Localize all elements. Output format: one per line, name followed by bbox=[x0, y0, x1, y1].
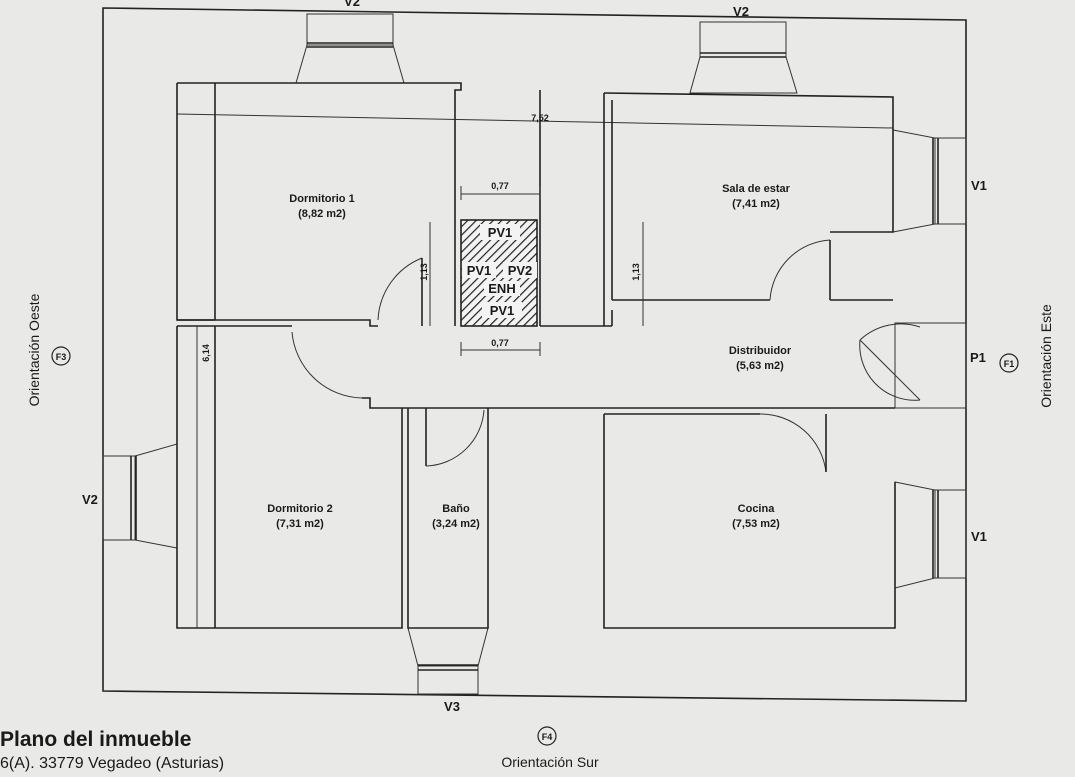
plan-title: Plano del inmueble bbox=[0, 728, 191, 751]
window-v1-lower bbox=[894, 481, 967, 589]
window-v2-top-right bbox=[689, 21, 798, 94]
door-p1 bbox=[859, 322, 967, 409]
plan-address: 6(A). 33779 Vegadeo (Asturias) bbox=[0, 755, 224, 772]
room-label-cocina: Cocina bbox=[738, 503, 776, 515]
room-label-bano: Baño bbox=[442, 503, 470, 515]
facade-marker-f1: F1 bbox=[999, 353, 1019, 373]
dim-upper-077: 0,77 bbox=[491, 181, 509, 191]
svg-text:PV1: PV1 bbox=[467, 263, 492, 278]
room-sala-de-estar bbox=[603, 92, 894, 326]
svg-text:F4: F4 bbox=[542, 732, 553, 742]
room-area-cocina: (7,53 m2) bbox=[732, 518, 780, 530]
dimension-line-top bbox=[176, 113, 894, 129]
orientation-east: Orientación Este bbox=[1038, 304, 1054, 408]
dim-left-113: 1,13 bbox=[419, 263, 429, 281]
room-cocina bbox=[603, 413, 896, 629]
label-v2-top-left: V2 bbox=[344, 0, 360, 9]
label-v1-upper: V1 bbox=[971, 178, 987, 193]
room-distribuidor bbox=[177, 310, 895, 409]
window-v3 bbox=[407, 627, 489, 695]
label-v1-lower: V1 bbox=[971, 529, 987, 544]
room-area-bano: (3,24 m2) bbox=[432, 518, 480, 530]
label-v2-top-right: V2 bbox=[733, 4, 749, 19]
svg-text:PV2: PV2 bbox=[508, 263, 533, 278]
window-v1-upper bbox=[892, 129, 967, 233]
orientation-south: Orientación Sur bbox=[501, 754, 599, 770]
window-v2-top-left bbox=[295, 13, 405, 84]
dimension-lines bbox=[196, 186, 644, 628]
room-area-dormitorio-1: (8,82 m2) bbox=[298, 208, 346, 220]
dim-mid-113: 1,13 bbox=[631, 263, 641, 281]
svg-text:PV1: PV1 bbox=[490, 303, 515, 318]
room-label-dormitorio-1: Dormitorio 1 bbox=[289, 193, 354, 205]
svg-text:ENH: ENH bbox=[488, 281, 515, 296]
orientation-west: Orientación Oeste bbox=[26, 293, 42, 406]
outer-wall bbox=[102, 7, 967, 702]
room-bano bbox=[407, 408, 489, 629]
label-v2-left: V2 bbox=[82, 492, 98, 507]
svg-text:F1: F1 bbox=[1004, 359, 1015, 369]
room-dormitorio-2 bbox=[176, 326, 403, 629]
room-area-distribuidor: (5,63 m2) bbox=[736, 360, 784, 372]
window-v2-left bbox=[102, 443, 178, 549]
facade-marker-f3: F3 bbox=[51, 346, 71, 366]
shaft-labels: PV1 PV1 PV2 ENH PV1 bbox=[462, 224, 537, 318]
label-p1: P1 bbox=[970, 350, 986, 365]
dim-left-614: 6,14 bbox=[201, 344, 211, 362]
room-label-distribuidor: Distribuidor bbox=[729, 345, 792, 357]
dim-top-width: 7,52 bbox=[531, 113, 549, 123]
dim-lower-077: 0,77 bbox=[491, 338, 509, 348]
room-area-sala-de-estar: (7,41 m2) bbox=[732, 198, 780, 210]
svg-text:F3: F3 bbox=[56, 352, 67, 362]
room-dormitorio-1 bbox=[176, 82, 462, 327]
room-area-dormitorio-2: (7,31 m2) bbox=[276, 518, 324, 530]
room-label-sala-de-estar: Sala de estar bbox=[722, 183, 791, 195]
room-label-dormitorio-2: Dormitorio 2 bbox=[267, 503, 332, 515]
facade-marker-f4: F4 bbox=[537, 726, 557, 746]
svg-text:PV1: PV1 bbox=[488, 225, 513, 240]
label-v3: V3 bbox=[444, 699, 460, 714]
